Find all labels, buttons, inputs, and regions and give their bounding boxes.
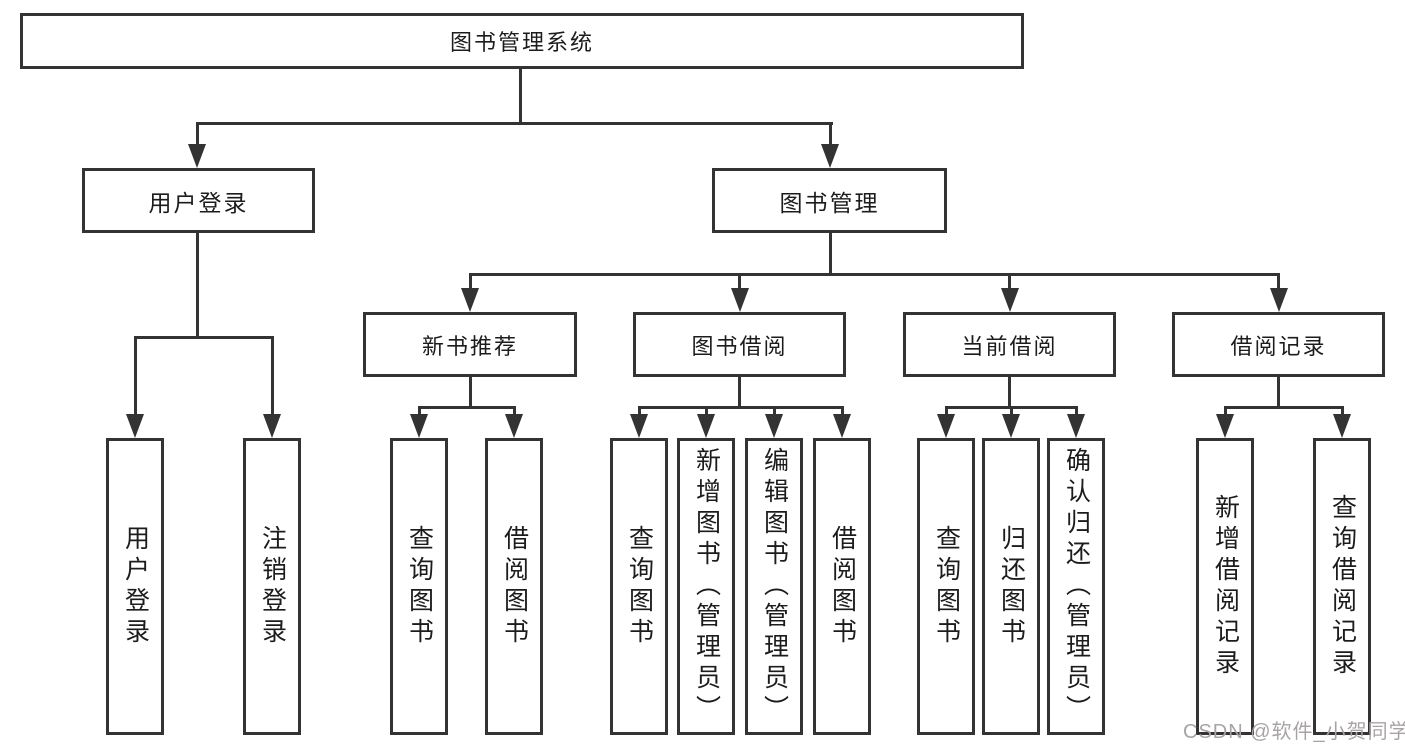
connector-borrowing-stem-2 (705, 406, 708, 416)
leaf-borrow-books: 借阅图书 (813, 438, 871, 735)
leaf-confirm-return-admin-label: 确认归还（管理员） (1062, 447, 1091, 726)
leaf-user-login: 用户登录 (106, 438, 164, 735)
node-new-book-recommendation-label: 新书推荐 (421, 333, 518, 359)
connector-bookmgmt-stem-3 (1008, 273, 1011, 290)
leaf-logout-label: 注销登录 (258, 524, 287, 649)
connector-root-left-stem (196, 122, 199, 148)
arrow-to-leaf-search-books-current (937, 414, 955, 438)
arrow-to-leaf-search-books-borrowing (630, 414, 648, 438)
leaf-search-books-borrowing-label: 查询图书 (625, 524, 654, 649)
leaf-return-books-label: 归还图书 (997, 524, 1026, 649)
connector-bookmgmt-hline (470, 273, 1280, 276)
node-borrowing-records: 借阅记录 (1172, 312, 1385, 377)
arrow-to-leaf-user-login (126, 414, 144, 438)
connector-bookmgmt-stem-1 (469, 273, 472, 290)
leaf-add-books-admin: 新增图书（管理员） (677, 438, 735, 735)
node-root-label: 图书管理系统 (449, 30, 594, 55)
connector-userlogin-left-stem (134, 336, 137, 416)
arrow-to-book-management (821, 144, 839, 168)
connector-records-stem (1277, 377, 1280, 406)
arrow-to-leaf-add-borrow-record (1216, 414, 1234, 438)
connector-borrowing-stem (738, 377, 741, 406)
arrow-to-new-book-recommendation (461, 288, 479, 312)
node-user-login: 用户登录 (82, 168, 315, 233)
connector-recommend-hline (419, 406, 516, 409)
node-current-borrowing: 当前借阅 (903, 312, 1116, 377)
leaf-borrow-books-recommend-label: 借阅图书 (500, 524, 529, 649)
leaf-add-borrow-record-label: 新增借阅记录 (1211, 493, 1240, 680)
node-book-borrowing: 图书借阅 (633, 312, 846, 377)
node-book-borrowing-label: 图书借阅 (691, 333, 788, 359)
leaf-return-books: 归还图书 (982, 438, 1040, 735)
leaf-user-login-label: 用户登录 (121, 524, 150, 649)
node-borrowing-records-label: 借阅记录 (1230, 333, 1327, 359)
connector-root-hline (197, 122, 833, 125)
connector-current-stem-1 (945, 406, 948, 416)
arrow-to-leaf-borrow-books-recommend (505, 414, 523, 438)
arrow-to-leaf-search-books-recommend (410, 414, 428, 438)
leaf-search-borrow-record-label: 查询借阅记录 (1328, 493, 1357, 680)
connector-borrowing-stem-4 (841, 406, 844, 416)
connector-records-stem-2 (1341, 406, 1344, 416)
connector-current-stem (1008, 377, 1011, 406)
leaf-search-borrow-record: 查询借阅记录 (1313, 438, 1371, 735)
leaf-add-books-admin-label: 新增图书（管理员） (692, 447, 721, 726)
leaf-search-books-recommend: 查询图书 (390, 438, 448, 735)
arrow-to-leaf-borrow-books (833, 414, 851, 438)
arrow-to-leaf-logout (263, 414, 281, 438)
leaf-logout: 注销登录 (243, 438, 301, 735)
connector-records-stem-1 (1224, 406, 1227, 416)
connector-userlogin-right-stem (271, 336, 274, 416)
node-root: 图书管理系统 (20, 13, 1024, 69)
connector-borrowing-hline (639, 406, 842, 409)
node-book-management: 图书管理 (712, 168, 947, 233)
arrow-to-leaf-add-books-admin (697, 414, 715, 438)
connector-root-stem (519, 69, 522, 122)
leaf-search-books-current: 查询图书 (917, 438, 975, 735)
connector-recommend-stem (469, 377, 472, 406)
arrow-to-user-login (188, 144, 206, 168)
watermark-text: CSDN @软件_小贺同学 (1183, 721, 1405, 743)
node-new-book-recommendation: 新书推荐 (363, 312, 577, 377)
node-current-borrowing-label: 当前借阅 (961, 333, 1058, 359)
leaf-borrow-books-recommend: 借阅图书 (485, 438, 543, 735)
arrow-to-leaf-confirm-return-admin (1067, 414, 1085, 438)
connector-bookmgmt-stem (829, 233, 832, 273)
connector-userlogin-hline (135, 336, 274, 339)
connector-current-stem-2 (1010, 406, 1013, 416)
connector-current-stem-3 (1075, 406, 1078, 416)
node-user-login-label: 用户登录 (148, 189, 249, 216)
connector-recommend-stem-2 (513, 406, 516, 416)
connector-borrowing-stem-3 (773, 406, 776, 416)
arrow-to-borrowing-records (1270, 288, 1288, 312)
leaf-search-books-current-label: 查询图书 (932, 524, 961, 649)
node-book-management-label: 图书管理 (779, 189, 880, 216)
leaf-confirm-return-admin: 确认归还（管理员） (1047, 438, 1105, 735)
connector-records-hline (1225, 406, 1343, 409)
arrow-to-current-borrowing (1001, 288, 1019, 312)
leaf-search-books-borrowing: 查询图书 (610, 438, 668, 735)
connector-userlogin-stem (196, 233, 199, 336)
leaf-edit-books-admin: 编辑图书（管理员） (745, 438, 803, 735)
arrow-to-leaf-return-books (1002, 414, 1020, 438)
connector-borrowing-stem-1 (638, 406, 641, 416)
connector-bookmgmt-stem-2 (738, 273, 741, 290)
connector-recommend-stem-1 (418, 406, 421, 416)
connector-bookmgmt-stem-4 (1277, 273, 1280, 290)
leaf-add-borrow-record: 新增借阅记录 (1196, 438, 1254, 735)
arrow-to-leaf-search-borrow-record (1333, 414, 1351, 438)
arrow-to-leaf-edit-books-admin (765, 414, 783, 438)
leaf-search-books-recommend-label: 查询图书 (405, 524, 434, 649)
arrow-to-book-borrowing (731, 288, 749, 312)
connector-root-right-stem (829, 122, 832, 148)
leaf-borrow-books-label: 借阅图书 (828, 524, 857, 649)
leaf-edit-books-admin-label: 编辑图书（管理员） (760, 447, 789, 726)
